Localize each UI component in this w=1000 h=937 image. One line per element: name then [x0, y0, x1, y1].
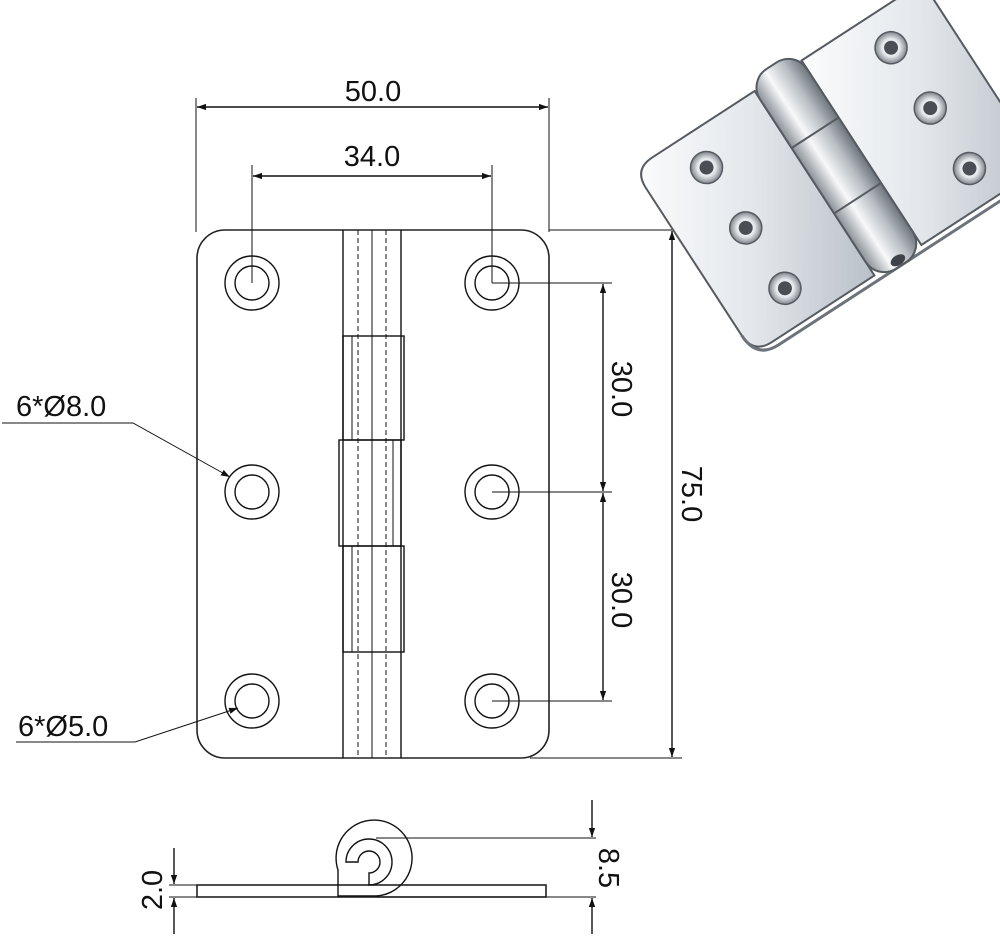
hole-callout-label: 6*Ø5.0	[18, 711, 108, 743]
overall-width-label: 50.0	[345, 76, 401, 108]
hole-spacing-vertical-top-label: 30.0	[605, 361, 637, 417]
hole-middle-left	[224, 464, 280, 520]
hinge-front-view	[196, 229, 550, 759]
knuckle-height-label: 8.5	[592, 848, 624, 888]
stainless-hinge-photo-icon	[640, 0, 1000, 352]
hole-bottom-left	[224, 673, 280, 729]
dimension-hole-spacing-vertical: 30.0 30.0	[492, 282, 637, 702]
side-knuckle	[335, 819, 413, 897]
counterbore-callout-label: 6*Ø8.0	[16, 391, 106, 423]
side-leaf	[196, 884, 547, 898]
dimension-hole-spacing-horizontal: 34.0	[251, 141, 493, 283]
hinge-outline	[196, 229, 550, 759]
callout-counterbore: 6*Ø8.0	[2, 391, 231, 478]
dimension-overall-width: 50.0	[195, 76, 550, 232]
knuckle-strip	[338, 230, 405, 758]
callout-hole: 6*Ø5.0	[16, 707, 239, 743]
dimension-knuckle-height: 8.5	[588, 800, 624, 934]
hinge-side-view	[169, 819, 596, 898]
hole-spacing-horizontal-label: 34.0	[344, 141, 400, 173]
hole-spacing-vertical-bottom-label: 30.0	[605, 572, 637, 628]
leaf-thickness-label: 2.0	[137, 870, 169, 910]
dimension-leaf-thickness: 2.0	[137, 848, 178, 934]
dimension-overall-height: 75.0	[530, 229, 707, 759]
overall-height-label: 75.0	[675, 466, 707, 522]
